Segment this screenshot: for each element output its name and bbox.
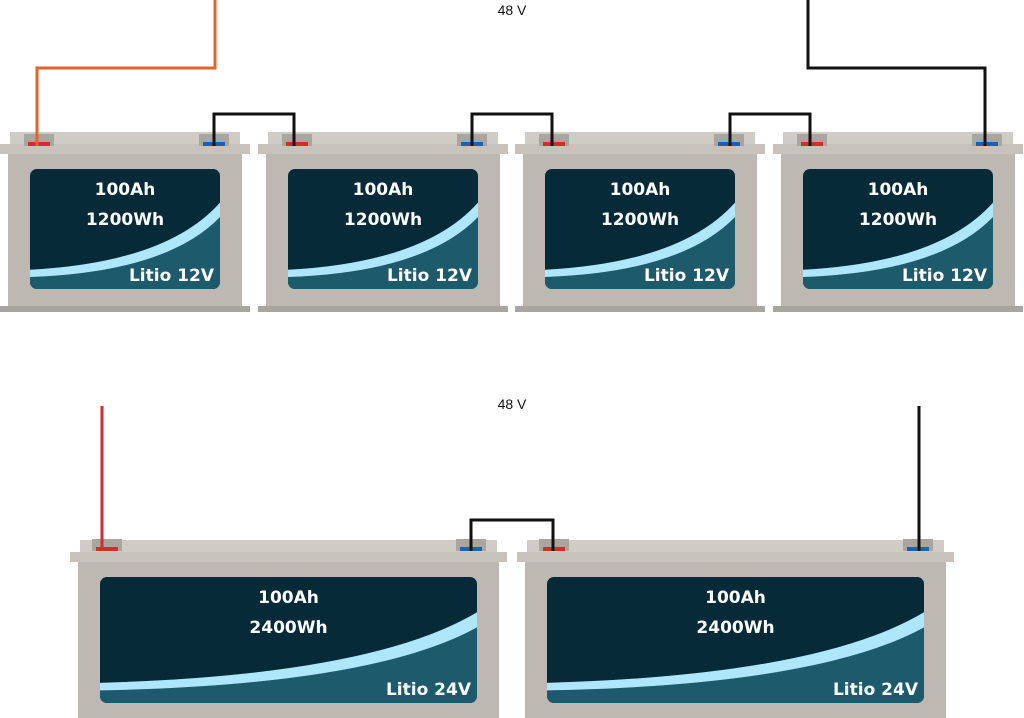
battery-type: Litio 12V <box>644 266 730 286</box>
series-link-1 <box>212 112 296 146</box>
battery-energy: 1200Wh <box>86 210 164 230</box>
label-wave <box>545 202 735 277</box>
main-positive-wire-top <box>35 0 217 146</box>
battery-lid <box>70 552 507 562</box>
battery-type: Litio 12V <box>129 266 215 286</box>
battery-capacity: 100Ah <box>258 588 319 608</box>
battery-base <box>515 306 765 312</box>
label-wave <box>30 202 220 277</box>
battery-lid <box>258 144 508 154</box>
battery-type: Litio 12V <box>387 266 473 286</box>
series-link-2 <box>470 112 554 146</box>
positive-terminal-mark <box>801 142 823 146</box>
battery-label-panel <box>545 169 735 289</box>
battery-type: Litio 12V <box>902 266 988 286</box>
battery-base <box>0 306 250 312</box>
battery-type: Litio 24V <box>386 680 472 700</box>
series-link-3 <box>728 112 812 146</box>
battery-type: Litio 24V <box>833 680 919 700</box>
battery-top-strip <box>783 132 1013 144</box>
battery-energy: 2400Wh <box>696 618 774 638</box>
positive-terminal-mark <box>96 547 118 551</box>
label-wave <box>803 202 993 277</box>
battery-top-strip <box>525 132 755 144</box>
battery-label-panel <box>100 577 477 703</box>
battery-energy: 1200Wh <box>859 210 937 230</box>
battery-capacity: 100Ah <box>610 180 671 200</box>
label-wave <box>547 612 924 691</box>
battery-capacity: 100Ah <box>353 180 414 200</box>
battery-base <box>258 306 508 312</box>
bottom-voltage-label: 48 V <box>497 396 527 412</box>
positive-terminal-mark <box>286 142 308 146</box>
positive-terminal-mark <box>28 142 50 146</box>
battery-lid <box>0 144 250 154</box>
negative-terminal-mark <box>976 142 998 146</box>
top-voltage-label: 48 V <box>497 2 527 18</box>
battery-label-panel <box>288 169 478 289</box>
battery-capacity: 100Ah <box>705 588 766 608</box>
label-wave <box>100 612 477 691</box>
battery-energy: 1200Wh <box>601 210 679 230</box>
battery-capacity: 100Ah <box>95 180 156 200</box>
battery-label-panel <box>547 577 924 703</box>
battery-top-strip <box>527 540 944 552</box>
positive-terminal-mark <box>543 142 565 146</box>
battery-energy: 2400Wh <box>249 618 327 638</box>
battery-base <box>773 306 1023 312</box>
battery-lid <box>773 144 1023 154</box>
label-wave <box>288 202 478 277</box>
battery-capacity: 100Ah <box>868 180 929 200</box>
battery-top-strip <box>10 132 240 144</box>
series-link-bottom <box>469 518 555 551</box>
battery-lid <box>515 144 765 154</box>
battery-lid <box>517 552 954 562</box>
battery-top-strip <box>268 132 498 144</box>
battery-label-panel <box>803 169 993 289</box>
battery-energy: 1200Wh <box>344 210 422 230</box>
battery-label-panel <box>30 169 220 289</box>
main-negative-wire-top <box>806 0 987 146</box>
battery-top-strip <box>80 540 497 552</box>
